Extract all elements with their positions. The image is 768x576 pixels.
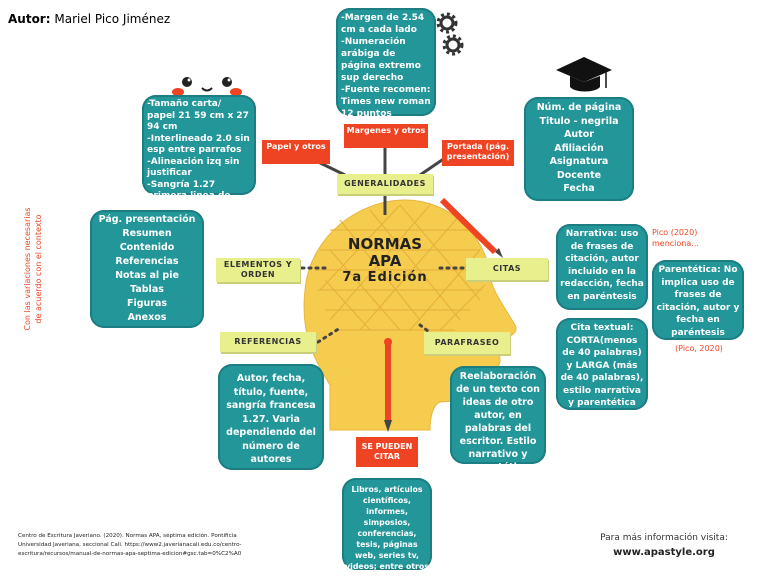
note-variaciones: Con las variaciones necesarias de acuerd… (23, 207, 43, 331)
author-line: Autor: Mariel Pico Jiménez (8, 12, 170, 26)
elementos-item: Pág. presentación (98, 214, 196, 225)
hub-elementos: ELEMENTOS Y ORDEN (216, 258, 300, 282)
elementos-item: Contenido (119, 242, 175, 253)
elementos-item: Referencias (115, 256, 179, 267)
gears-icon (436, 12, 464, 56)
graduation-cap-icon (556, 57, 612, 92)
box-parentetica: Parentética: No implica uso de frases de… (652, 260, 744, 340)
tag-portada: Portada (pág. presentación) (442, 140, 514, 166)
cute-face-icon (172, 77, 242, 96)
margenes-item: -Margen de 2.54 cm a cada lado (341, 13, 425, 35)
note-pico-menciona: Pico (2020) menciona... (652, 228, 699, 248)
portada-item: Fecha (563, 183, 595, 194)
author-name: Mariel Pico Jiménez (54, 12, 171, 26)
main-title: NORMAS APA 7a Edición (320, 235, 450, 286)
author-label: Autor: (8, 12, 51, 26)
tag-margenes: Margenes y otros (344, 124, 428, 148)
portada-item: Docente (556, 169, 602, 181)
tag-se-pueden-citar: SE PUEDEN CITAR (356, 437, 418, 467)
elementos-item: Figuras (126, 298, 168, 309)
title-line-1: NORMAS (347, 235, 423, 253)
portada-item: Núm. de página (536, 102, 622, 113)
note-pico-parentesis: (Pico, 2020) (675, 344, 723, 353)
title-line-2: APA (368, 252, 402, 270)
portada-item: Autor (564, 129, 594, 140)
papel-item: -Alineación izq sin justificar (147, 156, 240, 179)
more-info-label: Para más información visita: (600, 533, 728, 543)
pencil-down-icon (384, 338, 392, 432)
papel-item: -Tamaño carta/ papel 21 59 cm x 27 94 cm (147, 99, 249, 132)
hub-referencias: REFERENCIAS (220, 332, 316, 352)
box-papel: -Tamaño carta/ papel 21 59 cm x 27 94 cm… (142, 95, 256, 213)
margenes-item: -Fuente recomen: Times new roman 12 punt… (341, 85, 431, 119)
elementos-item: Anexos (127, 312, 167, 323)
margenes-item: -Numeración arábiga de página extremo su… (341, 37, 421, 83)
tag-papel: Papel y otros (262, 140, 330, 164)
papel-item: -Interlineado 2.0 sin esp entre parrafos (147, 133, 250, 156)
pencil-icon (439, 197, 503, 258)
portada-item: Titulo - negrila (539, 115, 619, 127)
more-info: Para más información visita: www.apastyl… (584, 533, 744, 558)
source-line: Centro de Escritura Javeriano. (2020). N… (18, 533, 237, 539)
elementos-item: Notas al pie (115, 270, 179, 281)
elementos-item: Resumen (122, 228, 172, 239)
box-cita-textual: Cita textual: CORTA(menos de 40 palabras… (556, 318, 648, 410)
source-citation: Centro de Escritura Javeriano. (2020). N… (18, 532, 328, 559)
source-line: Universidad Javeriana, seccional Cali. h… (18, 542, 242, 548)
brain-pattern (315, 204, 486, 331)
box-margenes: -Margen de 2.54 cm a cada lado -Numeraci… (336, 8, 436, 119)
box-referencias: Autor, fecha, título, fuente, sangría fr… (218, 364, 324, 470)
box-se-pueden-citar: Libros, artículos científicos, informes,… (342, 478, 432, 571)
portada-item: Afiliación (554, 142, 604, 154)
hub-parafraseo: PARAFRASEO (424, 332, 510, 354)
elementos-item: Tablas (130, 284, 164, 295)
papel-item: -Sangría 1.27 primera linea de cada párr… (147, 179, 231, 213)
box-narrativa: Narrativa: uso de frases de citación, au… (556, 224, 648, 310)
box-elementos: Pág. presentación Resumen Contenido Refe… (90, 210, 204, 328)
more-info-link[interactable]: www.apastyle.org (613, 547, 715, 558)
box-parafraseo: Reelaboración de un texto con ideas de o… (450, 366, 546, 473)
hub-generalidades: GENERALIDADES (337, 174, 433, 194)
title-line-3: 7a Edición (342, 270, 428, 285)
portada-item: Asignatura (549, 156, 609, 167)
source-line: escritura/recursos/manual-de-normas-apa-… (18, 551, 242, 557)
hub-citas: CITAS (466, 258, 548, 280)
box-portada: Núm. de página Titulo - negrila Autor Af… (524, 97, 634, 201)
